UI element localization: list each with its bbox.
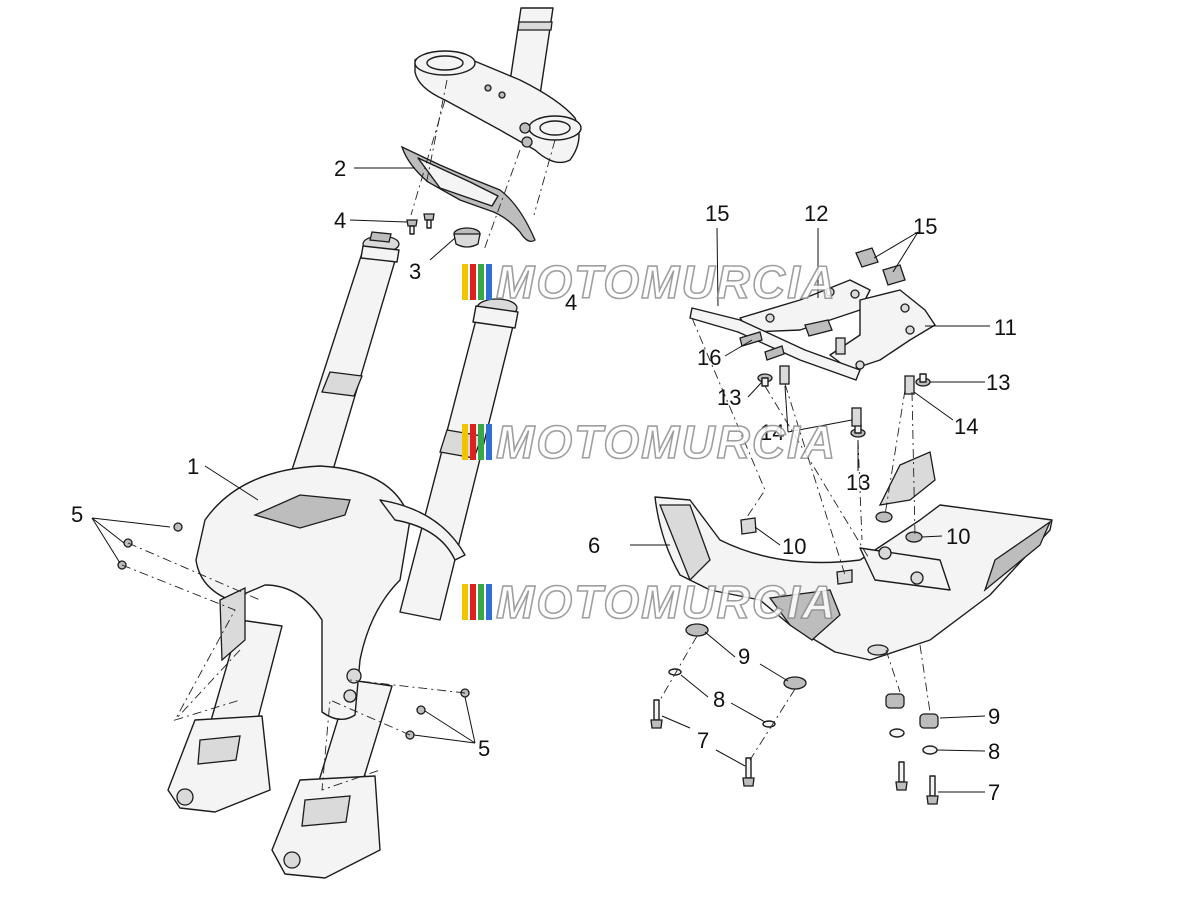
watermark-text: MOTOMURCIA — [496, 416, 837, 468]
callout-2: 2 — [334, 156, 346, 181]
callout-10-right: 10 — [946, 524, 970, 549]
watermark-middle: MOTOMURCIA — [462, 415, 837, 469]
callout-6: 6 — [588, 533, 600, 558]
watermark-stripe — [462, 584, 468, 620]
watermark-text: MOTOMURCIA — [496, 256, 837, 308]
rubber-plug-part-3 — [453, 227, 481, 248]
top-triple-clamp — [414, 50, 582, 164]
watermark-top: MOTOMURCIA — [462, 255, 837, 309]
callout-12: 12 — [804, 201, 828, 226]
callout-4: 4 — [334, 208, 346, 233]
right-leader-lines — [630, 227, 990, 793]
washer-part-8 — [668, 668, 938, 755]
callout-4-secondary: 4 — [565, 290, 577, 315]
callout-8-right: 8 — [988, 739, 1000, 764]
callout-9-left: 9 — [738, 644, 750, 669]
callout-16: 16 — [697, 345, 721, 370]
callout-7-left: 7 — [697, 728, 709, 753]
callout-13-left: 13 — [717, 385, 741, 410]
callout-5-lower: 5 — [478, 736, 490, 761]
callout-15-left: 15 — [705, 201, 729, 226]
fork-tube-left — [289, 231, 400, 481]
watermark-text: MOTOMURCIA — [496, 576, 837, 628]
watermark-stripe — [478, 264, 484, 300]
left-leader-lines — [91, 167, 476, 744]
right-alignment-lines — [659, 317, 931, 761]
watermark-stripe — [462, 264, 468, 300]
watermark-stripe — [478, 424, 484, 460]
callout-5-upper: 5 — [71, 502, 83, 527]
fork-lower-right — [271, 679, 393, 879]
callout-8-left: 8 — [713, 687, 725, 712]
callout-3: 3 — [409, 259, 421, 284]
watermark-stripe — [486, 584, 492, 620]
watermark-stripe — [486, 264, 492, 300]
clip-nut-part-15 — [804, 247, 906, 337]
spacer-part-14 — [779, 337, 915, 427]
callout-7-right: 7 — [988, 780, 1000, 805]
grommet-part-9 — [685, 623, 939, 729]
callout-13-right: 13 — [986, 370, 1010, 395]
callout-9-right: 9 — [988, 704, 1000, 729]
callout-14-left: 14 — [760, 420, 784, 445]
steering-cover-part-2 — [400, 145, 536, 243]
callout-13-center: 13 — [846, 470, 870, 495]
watermark-stripe — [462, 424, 468, 460]
callout-11: 11 — [994, 315, 1017, 340]
callout-10-left: 10 — [782, 534, 806, 559]
callout-15-right: 15 — [913, 214, 937, 239]
skid-plate-part-6 — [654, 451, 1053, 661]
front-fender-part-1 — [195, 465, 466, 720]
strap-part-16 — [689, 307, 861, 381]
watermark-stripe — [486, 424, 492, 460]
fork-lower-left — [167, 619, 283, 813]
bolt-part-7 — [650, 699, 939, 805]
watermark-stripe — [470, 264, 476, 300]
watermark-stripe — [470, 584, 476, 620]
watermark-stripe — [478, 584, 484, 620]
watermark-bottom: MOTOMURCIA — [462, 575, 837, 629]
callout-labels: 1 2 3 4 4 5 5 6 7 7 8 8 9 9 10 10 11 12 … — [71, 156, 1017, 805]
callout-14-right: 14 — [954, 414, 978, 439]
left-alignment-lines — [121, 79, 556, 791]
screw-part-4 — [406, 213, 435, 235]
callout-1: 1 — [187, 454, 199, 479]
watermark-stripe — [470, 424, 476, 460]
